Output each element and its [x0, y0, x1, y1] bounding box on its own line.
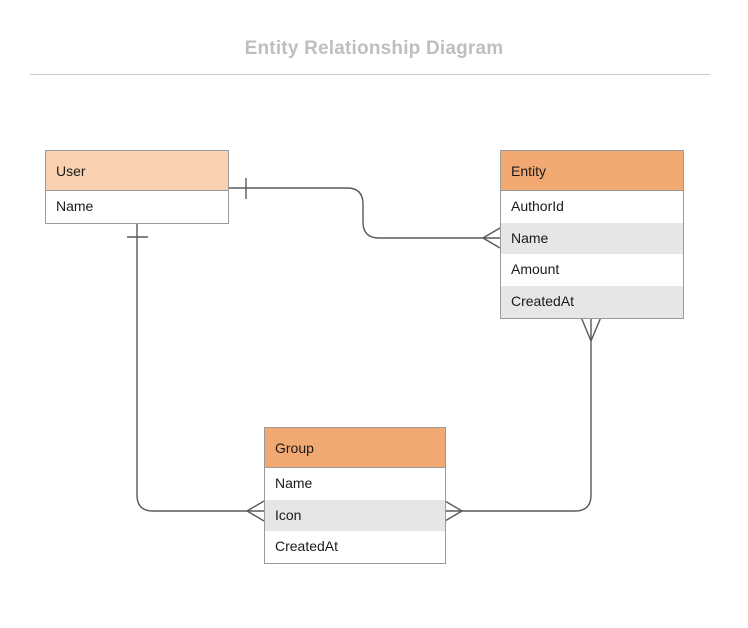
er-table-entity[interactable]: Entity AuthorId Name Amount CreatedAt [500, 150, 684, 319]
er-field-entity-createdat[interactable]: CreatedAt [501, 286, 683, 318]
er-table-group-title[interactable]: Group [265, 428, 445, 468]
relationship-entity-group[interactable] [444, 316, 602, 522]
crowsfoot-entity-bottom [580, 316, 602, 342]
relationship-user-entity[interactable] [229, 178, 501, 249]
er-table-group[interactable]: Group Name Icon CreatedAt [264, 427, 446, 565]
er-field-group-createdat[interactable]: CreatedAt [265, 531, 445, 564]
relationship-user-group[interactable] [127, 213, 265, 522]
er-field-group-icon[interactable]: Icon [265, 499, 445, 532]
er-field-entity-name[interactable]: Name [501, 222, 683, 255]
er-table-entity-title[interactable]: Entity [501, 151, 683, 191]
title-divider [30, 74, 710, 75]
er-field-entity-amount[interactable]: Amount [501, 254, 683, 287]
er-table-user-title[interactable]: User [46, 151, 228, 191]
er-field-group-name[interactable]: Name [265, 468, 445, 500]
crowsfoot-group-right [444, 500, 463, 522]
er-field-user-name[interactable]: Name [46, 191, 228, 223]
er-field-entity-authorid[interactable]: AuthorId [501, 191, 683, 223]
er-table-user[interactable]: User Name [45, 150, 229, 224]
crowsfoot-group-left [246, 500, 265, 522]
page-title: Entity Relationship Diagram [244, 38, 504, 59]
crowsfoot-entity-left [482, 227, 501, 249]
